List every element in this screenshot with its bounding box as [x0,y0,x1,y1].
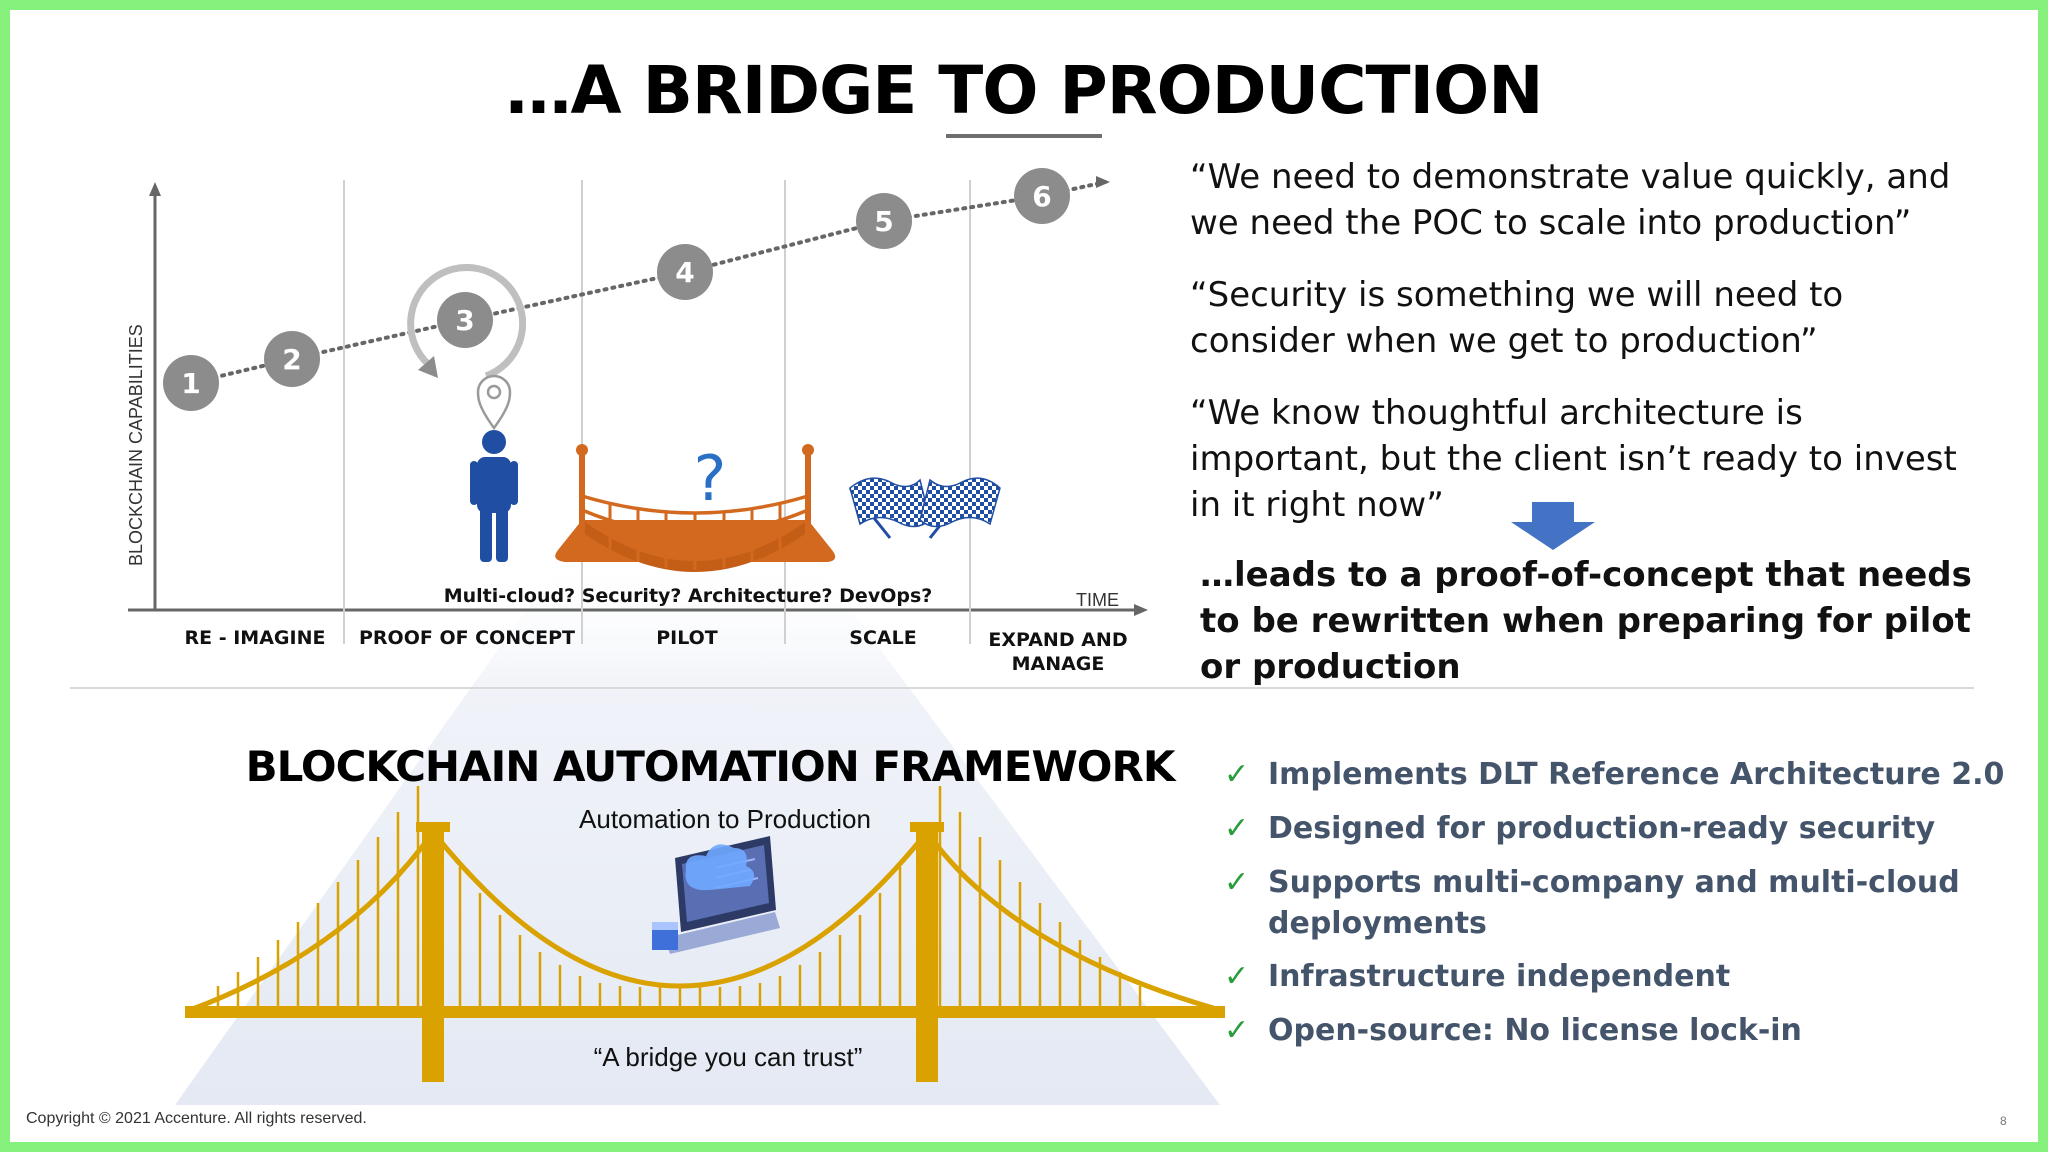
phase-label-proof-of-concept: PROOF OF CONCEPT [359,627,575,649]
checkmark-icon: ✓ [1224,757,1250,792]
quote-architecture: “We know thoughtful architecture is impo… [1190,393,1957,525]
framework-caption: “A bridge you can trust” [594,1042,863,1072]
copyright-text: Copyright © 2021 Accenture. All rights r… [26,1110,367,1127]
benefit-item: ✓ Implements DLT Reference Architecture … [1224,754,2008,795]
iteration-loop-icon [407,263,527,380]
step-circle-1: 1 [163,355,219,411]
benefit-item: ✓ Supports multi-company and multi-cloud… [1224,862,2008,944]
progression-dotted-line [189,180,1107,385]
benefit-item: ✓ Open-source: No license lock-in [1224,1010,2008,1051]
checkmark-icon: ✓ [1224,959,1250,994]
y-axis-label: BLOCKCHAIN CAPABILITIES [126,324,146,566]
phase-label-scale: SCALE [849,627,916,649]
phase-dividers [343,180,971,644]
rope-bridge-icon [555,444,836,572]
conclusion-text: …leads to a proof-of-concept that needs … [1200,555,1972,687]
down-arrow-icon [1511,502,1595,550]
step-circle-5: 5 [856,193,912,249]
bridge-question-annotation: Multi-cloud? Security? Architecture? Dev… [444,585,933,607]
title-underline [946,134,1102,138]
question-mark: ? [694,442,727,515]
step-circle-2: 2 [264,331,320,387]
page-number: 8 [2000,1114,2007,1128]
step-circle-6: 6 [1014,168,1070,224]
checkmark-icon: ✓ [1224,865,1250,900]
benefit-item: ✓ Infrastructure independent [1224,956,2008,997]
benefit-text: Designed for production-ready security [1268,811,1936,846]
quote-security: “Security is something we will need to c… [1190,275,1844,361]
section-divider [70,687,1974,689]
cloud-automation-icon [652,836,780,954]
suspension-bridge-icon [185,786,1225,1082]
svg-text:6: 6 [1032,180,1051,213]
phase-label-pilot: PILOT [656,627,718,649]
framework-subtitle: Automation to Production [579,804,871,834]
framework-title: BLOCKCHAIN AUTOMATION FRAMEWORK [245,742,1176,791]
step-circle-4: 4 [657,244,713,300]
svg-text:2: 2 [282,343,301,376]
svg-text:4: 4 [675,256,694,289]
svg-text:5: 5 [874,205,893,238]
location-pin-icon [476,374,512,431]
x-axis-label: TIME [1076,590,1119,610]
slide-title: …A BRIDGE TO PRODUCTION [505,52,1544,129]
benefit-text: Open-source: No license lock-in [1268,1013,1802,1048]
benefit-text: Supports multi-company and multi-cloud d… [1268,865,1960,941]
svg-text:1: 1 [181,367,200,400]
checkmark-icon: ✓ [1224,811,1250,846]
slide: …A BRIDGE TO PRODUCTION [10,10,2038,1142]
person-icon [470,430,518,562]
progression-arrowhead [1096,176,1110,188]
phase-label-expand: EXPAND AND [988,629,1127,651]
benefit-item: ✓ Designed for production-ready security [1224,808,2008,849]
quote-value-quickly: “We need to demonstrate value quickly, a… [1190,157,1951,243]
benefit-text: Implements DLT Reference Architecture 2.… [1268,757,2005,792]
step-circle-3: 3 [437,292,493,348]
checkmark-icon: ✓ [1224,1013,1250,1048]
benefit-text: Infrastructure independent [1268,959,1731,994]
phase-label-manage: MANAGE [1012,653,1105,675]
checkered-flags-icon [848,477,1001,539]
diagram-canvas: BLOCKCHAIN CAPABILITIES TIME 1 2 3 4 5 6 [126,168,1595,1105]
phase-label-reimagine: RE - IMAGINE [185,627,326,649]
svg-text:3: 3 [455,304,474,337]
